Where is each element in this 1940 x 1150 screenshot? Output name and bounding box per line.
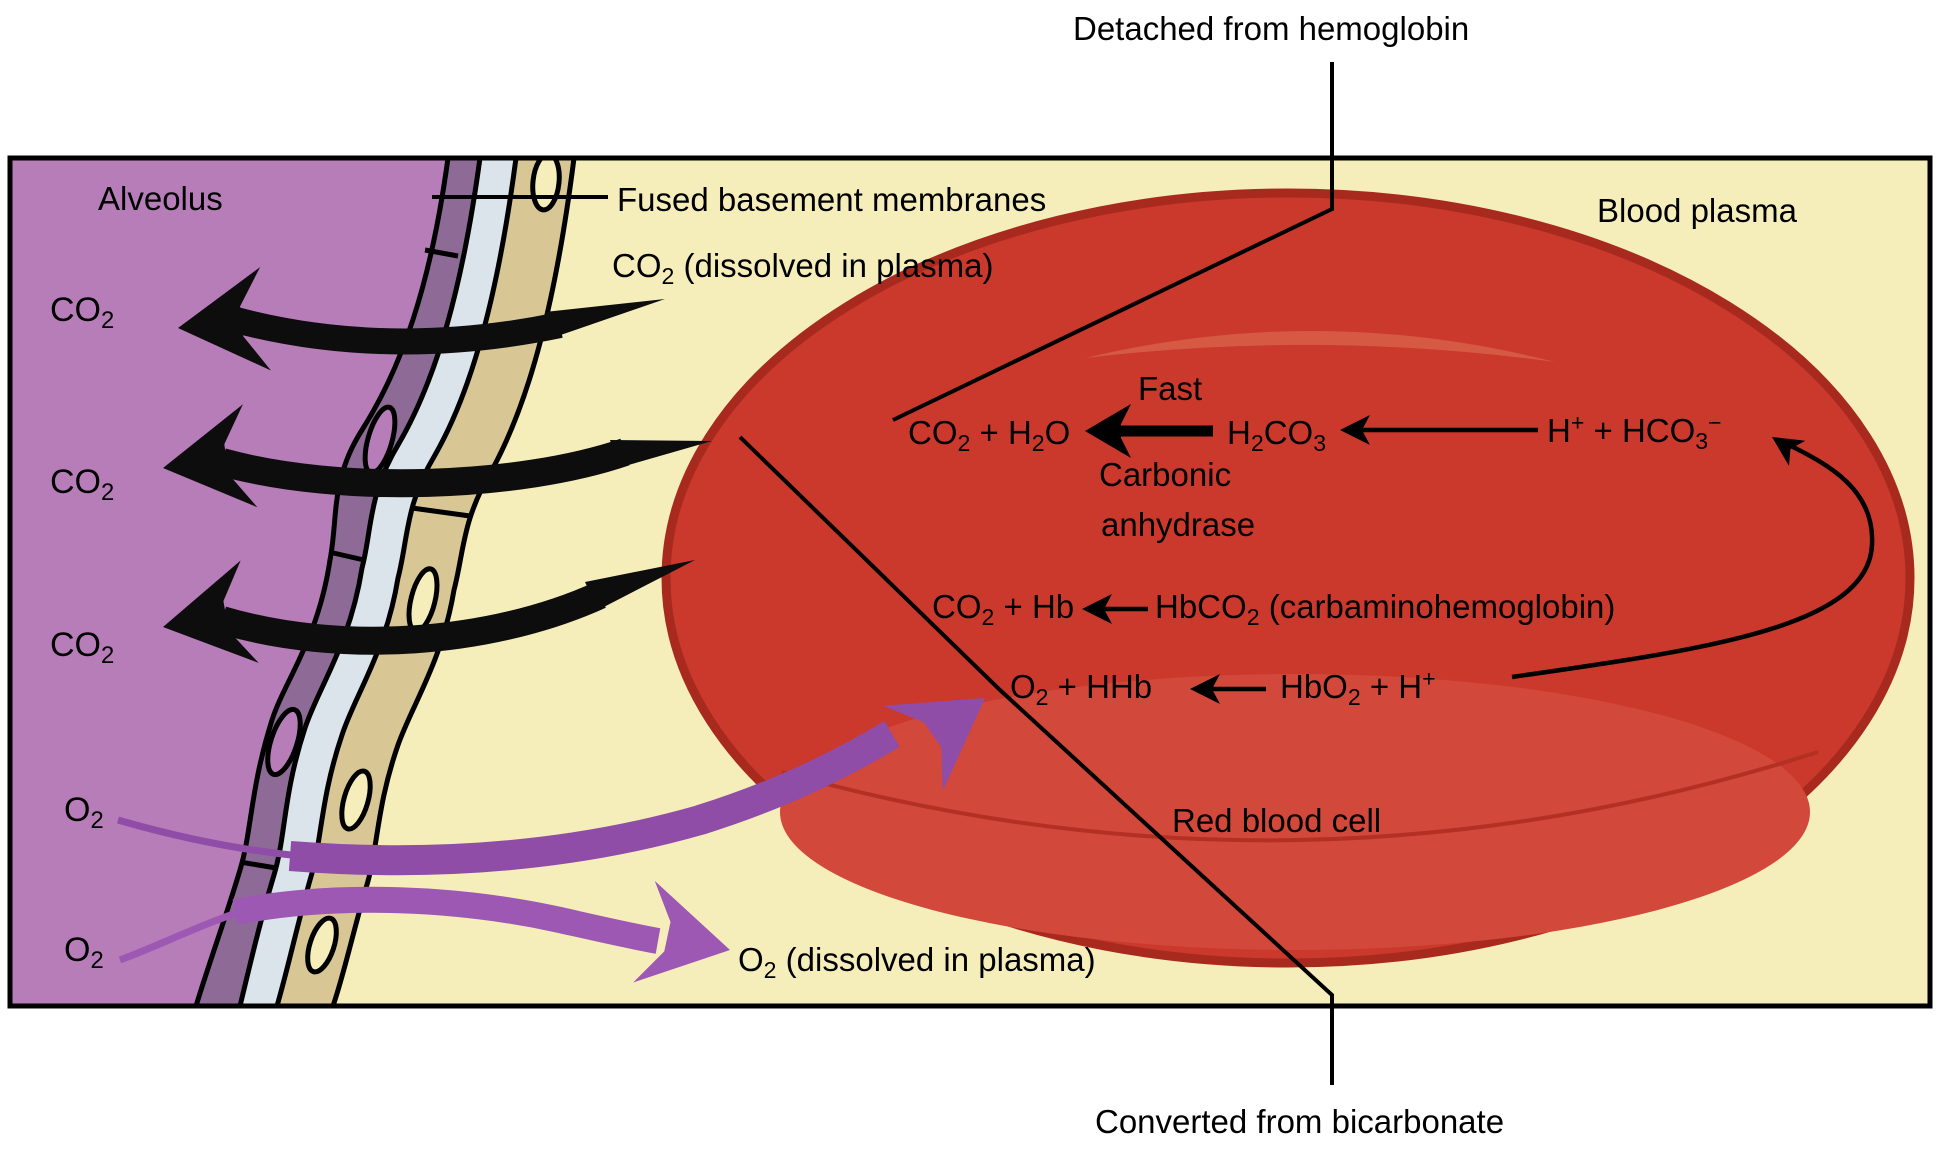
eq2-product: CO2 + Hb <box>932 588 1075 630</box>
detached-pointer <box>892 62 1334 422</box>
carbonic-anhydrase-label-line2: anhydrase <box>1101 506 1256 543</box>
red-cell-lower-band <box>780 674 1810 950</box>
co2-dissolved-label: CO2 (dissolved in plasma) <box>612 247 994 289</box>
co2-arrow-1 <box>172 267 665 380</box>
co2-arrow-3 <box>153 560 695 679</box>
alveolus-label: Alveolus <box>98 180 223 217</box>
eq3-product: O2 + HHb <box>1010 668 1153 710</box>
carbonic-anhydrase-label-line1: Carbonic <box>1099 456 1232 493</box>
hplus-feedback-arrow <box>1511 424 1875 680</box>
co2-arrow-2 <box>155 404 712 520</box>
eq1-intermediate: H2CO3 <box>1227 414 1327 456</box>
alveolar-epithelium-layer <box>196 158 480 1006</box>
o2-arrow-lower <box>118 880 741 1001</box>
converted-label: Converted from bicarbonate <box>1095 1103 1505 1140</box>
co2-label-1: CO2 <box>50 291 115 335</box>
basement-membrane-layer <box>240 158 516 1006</box>
blood-plasma-label: Blood plasma <box>1597 192 1797 229</box>
equation-arrows <box>1082 404 1875 704</box>
red-blood-cell-label: Red blood cell <box>1172 802 1382 839</box>
o2-arrow-upper <box>117 655 1015 876</box>
eq3-source: HbO2 + H+ <box>1280 665 1436 710</box>
fast-label: Fast <box>1138 370 1203 407</box>
eq3-arrow <box>1190 674 1266 704</box>
pointer-lines <box>432 62 1334 1085</box>
o2-label-2: O2 <box>64 931 104 975</box>
eq1-fast-arrow <box>1085 404 1213 458</box>
cell-nuclei <box>265 158 562 975</box>
converted-pointer <box>738 435 1334 1085</box>
o2-dissolved-label: O2 (dissolved in plasma) <box>738 941 1096 983</box>
o2-label-1: O2 <box>64 791 104 835</box>
detached-label: Detached from hemoglobin <box>1073 10 1470 47</box>
o2-diffusion-arrows <box>117 655 1015 1001</box>
eq1-right-arrow <box>1340 415 1538 445</box>
red-cell-inner-arc <box>781 750 1819 843</box>
eq2-arrow <box>1082 594 1148 624</box>
red-cell-highlight <box>1085 330 1555 362</box>
co2-label-2: CO2 <box>50 463 115 507</box>
red-blood-cell <box>661 188 1915 968</box>
co2-diffusion-arrows <box>153 267 712 679</box>
eq2-source: HbCO2 (carbaminohemoglobin) <box>1155 588 1616 630</box>
eq1-product: CO2 + H2O <box>908 414 1071 456</box>
fused-membranes-label: Fused basement membranes <box>617 181 1047 218</box>
eq1-source: H+ + HCO3− <box>1547 409 1722 454</box>
co2-label-3: CO2 <box>50 626 115 670</box>
diagram-border <box>7 155 1933 1009</box>
